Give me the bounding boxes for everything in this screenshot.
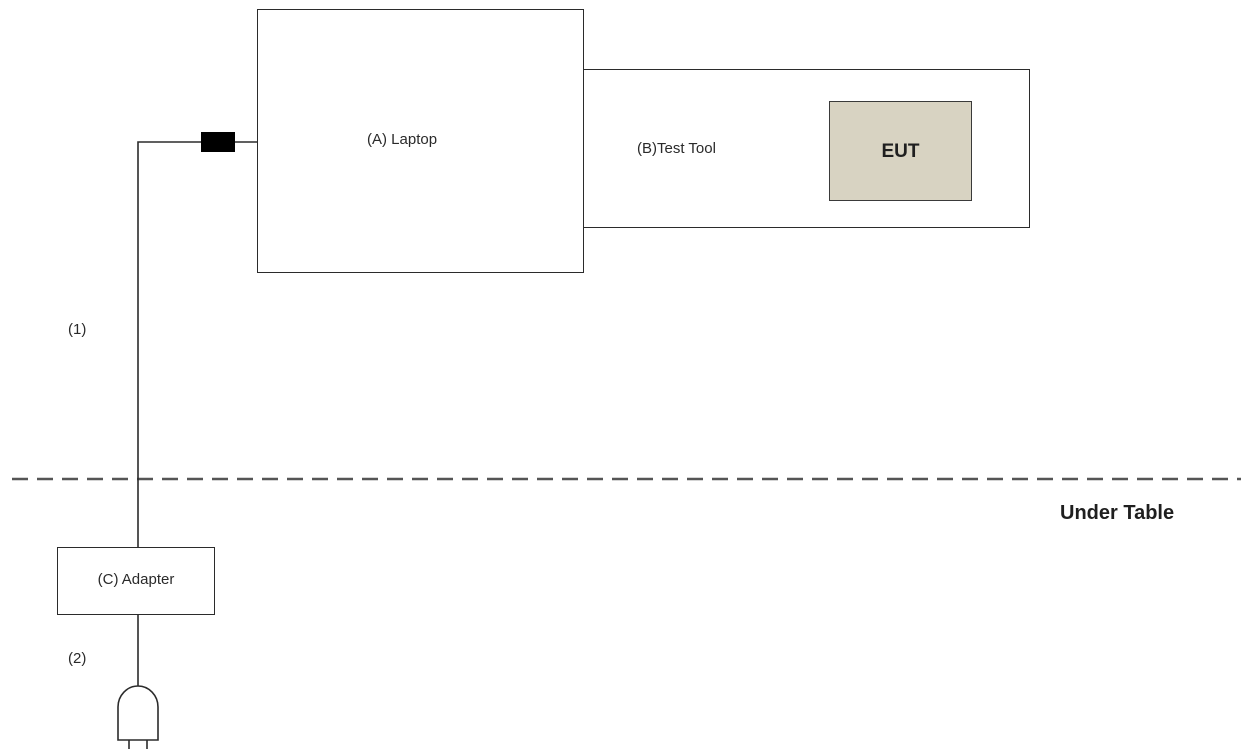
eut-box — [829, 101, 972, 201]
adapter-box — [57, 547, 215, 615]
laptop-label: (A) Laptop — [367, 131, 438, 148]
test-tool-label: (B)Test Tool — [637, 140, 716, 157]
under-table-label: Under Table — [1060, 502, 1175, 524]
adapter-label: (C) Adapter — [97, 571, 175, 588]
dc-connector — [201, 132, 235, 152]
eut-label: EUT — [881, 141, 920, 162]
ac-plug-icon — [117, 685, 159, 741]
laptop-box — [257, 9, 584, 273]
cable-1-label: (1) — [68, 321, 87, 338]
cable-2-label: (2) — [68, 650, 87, 667]
cable-1-line — [137, 141, 202, 547]
